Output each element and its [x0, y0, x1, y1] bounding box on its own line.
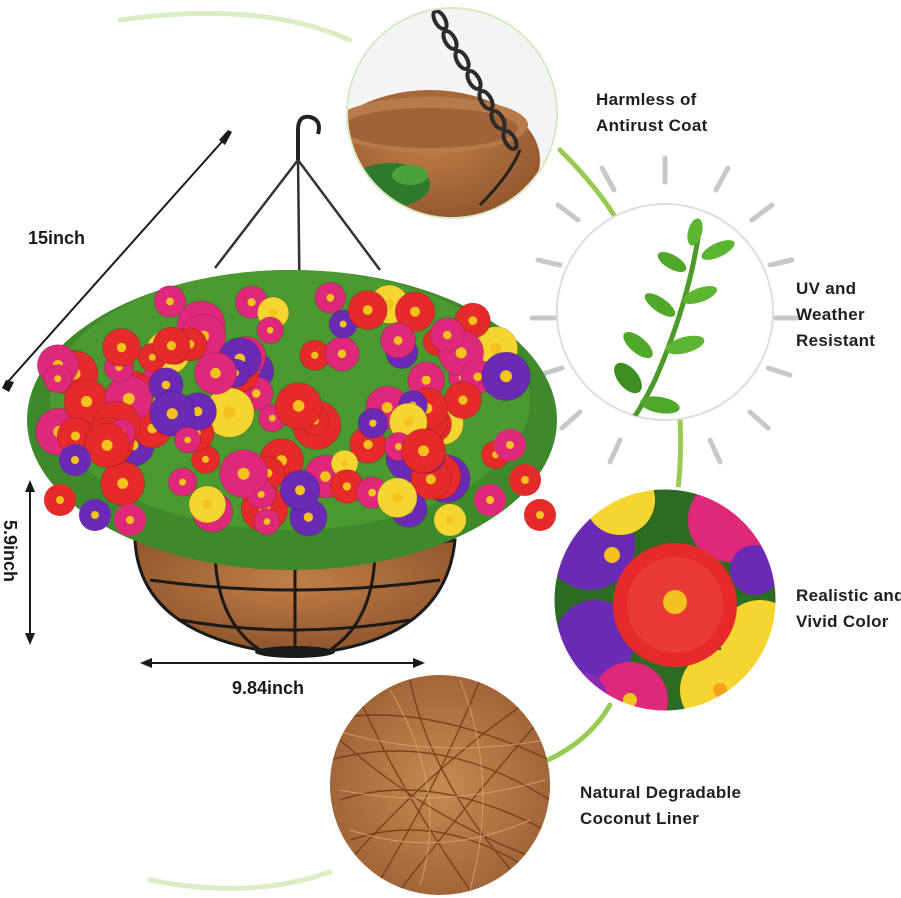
petunia-flower	[174, 426, 202, 454]
feature-color-label: Realistic and Vivid Color	[796, 583, 901, 635]
trailing-flower	[509, 464, 541, 496]
petunia-flower	[314, 281, 347, 314]
feature-uv-line3: Resistant	[796, 331, 876, 350]
trailing-flower	[59, 444, 91, 476]
feature-antirust-line2: Antirust Coat	[596, 116, 708, 135]
petunia-flower	[444, 381, 482, 420]
hanging-basket	[27, 114, 557, 658]
petunia-flower	[102, 328, 141, 367]
petunia-flower	[253, 507, 281, 536]
green-connector-arcs	[117, 10, 684, 891]
petunia-flower	[149, 390, 196, 437]
trailing-flower	[474, 484, 506, 516]
petunia-flower	[429, 317, 466, 353]
uv-leaf-closeup	[556, 203, 774, 421]
feature-antirust-label: Harmless of Antirust Coat	[596, 87, 708, 139]
feature-uv-line2: Weather	[796, 305, 865, 324]
flower-closeup	[551, 486, 779, 714]
petunia-flower	[188, 485, 227, 524]
petunia-flower	[407, 361, 446, 400]
width-dimension-label: 9.84inch	[232, 678, 305, 698]
feature-antirust-line1: Harmless of	[596, 90, 697, 109]
trailing-flower	[524, 499, 556, 531]
petunia-flower	[153, 285, 187, 318]
petunia-flower	[279, 469, 321, 511]
petunia-flower	[43, 364, 73, 394]
petunia-flower	[219, 449, 269, 499]
trailing-flower	[79, 499, 111, 531]
petunia-flower	[256, 316, 285, 345]
petunia-flower	[376, 477, 418, 519]
petunia-flower	[193, 351, 238, 395]
coconut-fiber-closeup	[330, 675, 550, 895]
dimension-arrows	[2, 130, 425, 668]
petunia-flower	[168, 467, 198, 497]
diagonal-dimension-label: 15inch	[28, 228, 86, 248]
feature-coconut-line2: Coconut Liner	[580, 809, 700, 828]
flower-cluster	[35, 281, 556, 537]
sun-rays	[529, 155, 801, 465]
petunia-flower	[394, 291, 436, 333]
petunia-flower	[100, 460, 146, 506]
chain-hook-closeup	[346, 7, 558, 219]
petunia-flower	[275, 382, 323, 430]
petunia-flower	[329, 469, 365, 504]
trailing-flower	[494, 429, 526, 461]
petunia-flower	[191, 444, 221, 474]
height-dimension-label: 5.9inch	[0, 520, 20, 583]
petunia-flower	[357, 408, 389, 439]
trailing-flower	[114, 504, 146, 536]
feature-coconut-line1: Natural Degradable	[580, 783, 742, 802]
petunia-flower	[481, 351, 531, 401]
petunia-flower	[152, 326, 191, 365]
feature-uv-label: UV and Weather Resistant	[796, 276, 875, 354]
feature-uv-line1: UV and	[796, 279, 857, 298]
petunia-flower	[380, 322, 417, 359]
feature-color-line1: Realistic and	[796, 586, 901, 605]
petunia-flower	[324, 336, 360, 372]
trailing-flower	[434, 504, 466, 536]
petunia-flower	[400, 428, 447, 474]
petunia-flower	[347, 290, 388, 330]
feature-color-line2: Vivid Color	[796, 612, 889, 631]
feature-coconut-label: Natural Degradable Coconut Liner	[580, 780, 741, 832]
trailing-flower	[44, 484, 76, 516]
petunia-flower	[84, 422, 130, 468]
